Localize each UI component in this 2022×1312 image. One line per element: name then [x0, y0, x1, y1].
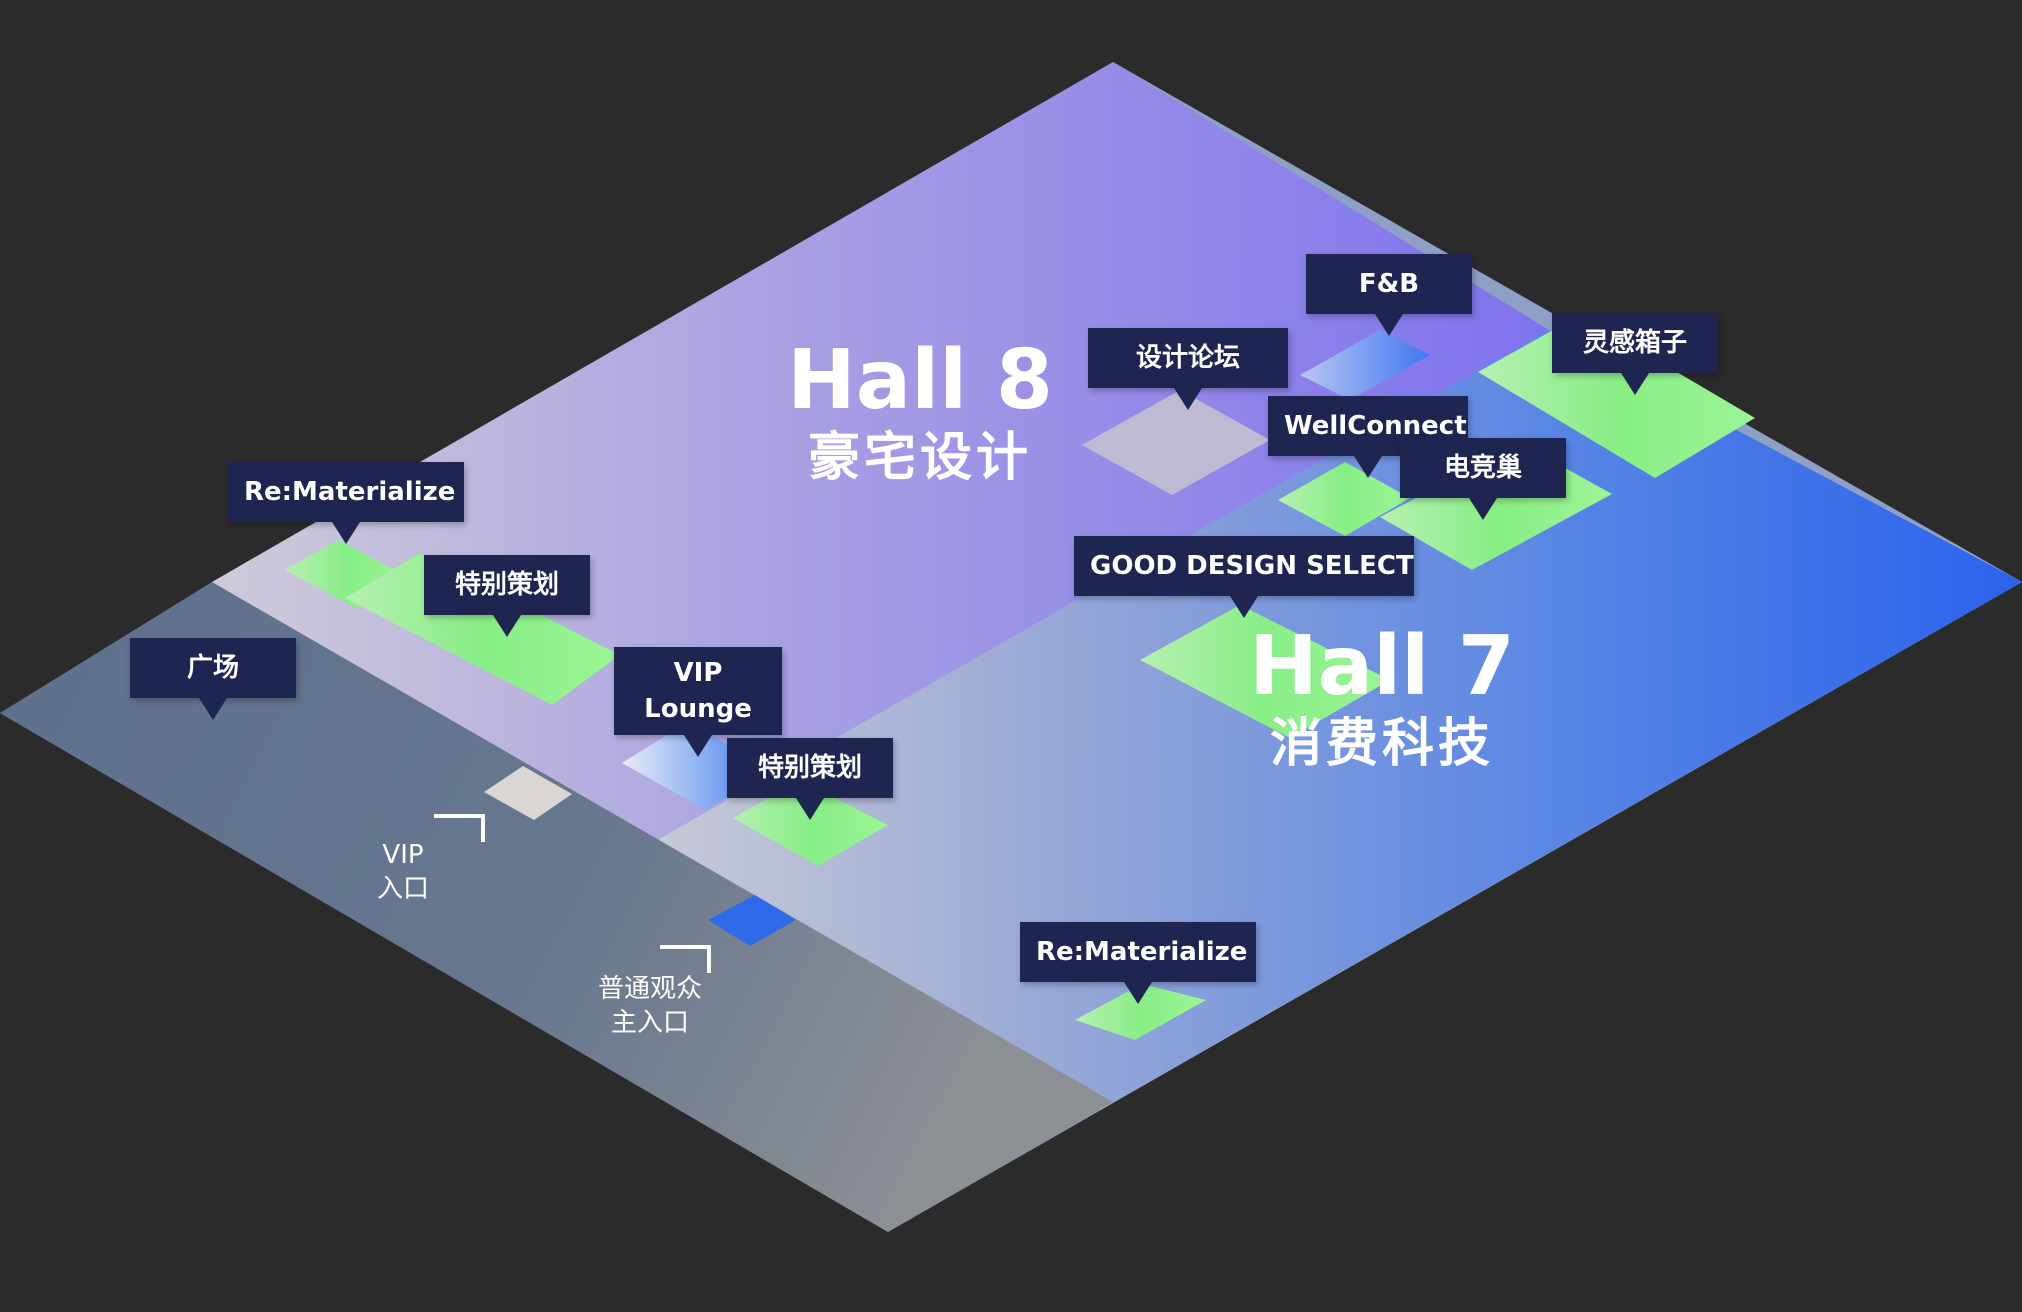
vip-entrance-line1: VIP — [382, 840, 424, 870]
tag-inspiration-box[interactable]: 灵感箱子 — [1552, 313, 1718, 395]
tag-special-2[interactable]: 特别策划 — [727, 738, 893, 820]
tag-label: GOOD DESIGN SELECT — [1090, 551, 1414, 581]
main-gate-block — [708, 895, 796, 946]
tag-label: 灵感箱子 — [1582, 328, 1687, 358]
hall7-title: Hall 7 消费科技 — [1242, 622, 1522, 776]
tag-label: F&B — [1358, 269, 1420, 299]
zone-fnb — [1300, 330, 1430, 400]
tag-special-1[interactable]: 特别策划 — [424, 555, 590, 637]
main-entrance-label: 普通观众 主入口 — [575, 972, 725, 1040]
tag-wellconnect[interactable]: WellConnect — [1268, 396, 1468, 478]
plaza-floor — [0, 582, 1113, 1232]
tag-label: Re:Materialize — [244, 477, 456, 507]
hall8-subtitle: 豪宅设计 — [807, 428, 1032, 488]
tag-rematerialize-bottom[interactable]: Re:Materialize — [1020, 922, 1256, 1004]
hall7-subtitle: 消费科技 — [1269, 714, 1494, 774]
tag-fnb[interactable]: F&B — [1306, 254, 1472, 336]
tag-label: 设计论坛 — [1135, 343, 1240, 373]
tag-vip-lounge[interactable]: VIP Lounge — [614, 647, 782, 757]
hall8-title: Hall 8 豪宅设计 — [780, 336, 1060, 490]
main-entrance-line1: 普通观众 — [597, 974, 702, 1004]
tag-label-line1: VIP — [673, 658, 723, 688]
main-entrance-marker — [660, 945, 711, 973]
tag-label: WellConnect — [1284, 411, 1467, 441]
tag-design-forum[interactable]: 设计论坛 — [1088, 328, 1288, 410]
tag-label: 电竞巢 — [1443, 453, 1522, 483]
tag-plaza[interactable]: 广场 — [130, 638, 296, 720]
tag-rematerialize-left[interactable]: Re:Materialize — [228, 462, 464, 544]
tag-label-line2: Lounge — [644, 694, 752, 724]
tag-label: Re:Materialize — [1036, 937, 1248, 967]
zone-special-1 — [345, 553, 620, 705]
zone-good-design — [1140, 605, 1390, 738]
zone-inspiration-box — [1478, 315, 1755, 478]
zone-wellconnect — [1278, 462, 1410, 536]
zone-special-2 — [733, 780, 888, 866]
vip-entrance-label: VIP 入口 — [348, 838, 458, 906]
tag-esports-nest[interactable]: 电竞巢 — [1400, 438, 1566, 520]
tag-label: 特别策划 — [454, 570, 559, 600]
hall7-floor — [640, 330, 2022, 1102]
vip-gate-block — [484, 766, 572, 820]
tag-good-design-select[interactable]: GOOD DESIGN SELECT — [1074, 536, 1414, 618]
zone-design-forum — [1082, 390, 1270, 495]
hall8-name: Hall 8 — [787, 333, 1053, 428]
tag-label: 特别策划 — [757, 753, 862, 783]
vip-entrance-marker — [434, 814, 485, 842]
tag-label: 广场 — [186, 653, 239, 683]
main-entrance-line2: 主入口 — [610, 1008, 689, 1038]
hall7-name: Hall 7 — [1249, 619, 1515, 714]
zone-rematerialize-bottom — [1075, 984, 1206, 1040]
vip-entrance-line2: 入口 — [376, 874, 429, 904]
